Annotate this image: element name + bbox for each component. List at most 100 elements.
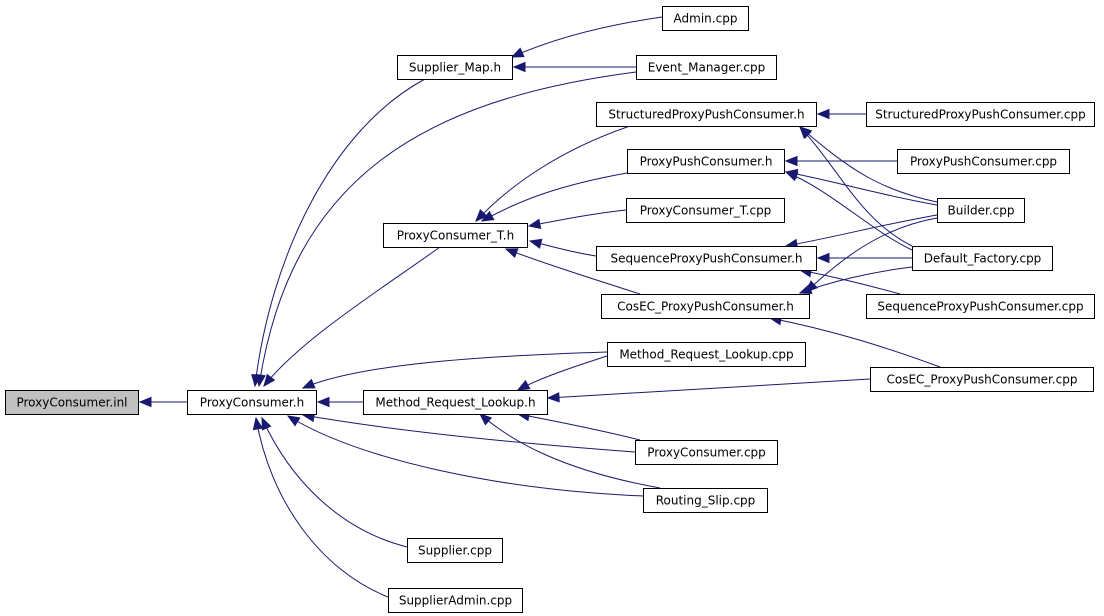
node-admin-cpp[interactable]: Admin.cpp bbox=[662, 6, 749, 31]
arrowhead bbox=[546, 392, 560, 403]
edge-line bbox=[528, 209, 627, 227]
edge-event_manager_cpp-to-supplier_map_h bbox=[512, 61, 636, 73]
arrowhead bbox=[479, 413, 493, 426]
edge-line bbox=[302, 414, 636, 453]
edge-routing_slip_cpp-to-mrl_h bbox=[479, 413, 661, 489]
node-structured-ppc-h[interactable]: StructuredProxyPushConsumer.h bbox=[596, 102, 817, 127]
node-label: CosEC_ProxyPushConsumer.cpp bbox=[886, 373, 1077, 387]
node-label: StructuredProxyPushConsumer.cpp bbox=[875, 108, 1086, 122]
node-cosec-ppc-h[interactable]: CosEC_ProxyPushConsumer.h bbox=[601, 294, 810, 319]
node-proxyconsumer-t-cpp[interactable]: ProxyConsumer_T.cpp bbox=[626, 198, 785, 223]
node-structured-ppc-cpp[interactable]: StructuredProxyPushConsumer.cpp bbox=[866, 102, 1095, 127]
arrowhead bbox=[263, 373, 276, 388]
node-label: Default_Factory.cpp bbox=[924, 252, 1042, 266]
edge-line bbox=[254, 78, 426, 387]
arrowhead bbox=[784, 171, 799, 182]
node-label: Routing_Slip.cpp bbox=[656, 494, 756, 508]
node-sequence-ppc-cpp[interactable]: SequenceProxyPushConsumer.cpp bbox=[866, 294, 1095, 319]
edge-line bbox=[511, 16, 663, 58]
edge-builder_cpp-to-sequence_ppc_h bbox=[784, 214, 938, 250]
edge-proxyconsumer_t_h-to-proxyconsumer_h bbox=[263, 246, 441, 388]
node-label: CosEC_ProxyPushConsumer.h bbox=[617, 300, 794, 314]
arrowhead bbox=[301, 378, 316, 389]
node-label: Method_Request_Lookup.h bbox=[375, 396, 535, 410]
node-proxyconsumer-h[interactable]: ProxyConsumer.h bbox=[187, 390, 317, 415]
edge-structured_ppc_h-to-proxyconsumer_t_h bbox=[475, 125, 631, 222]
edge-line bbox=[302, 351, 608, 389]
edge-line bbox=[255, 417, 389, 598]
edge-mrl_h-to-proxyconsumer_h bbox=[316, 396, 363, 408]
edge-default_factory_cpp-to-cosec_ppc_h bbox=[798, 266, 913, 294]
node-label: StructuredProxyPushConsumer.h bbox=[608, 108, 804, 122]
edge-sequence_ppc_cpp-to-sequence_ppc_h bbox=[798, 267, 901, 295]
edge-ppc_cpp-to-ppc_h bbox=[784, 155, 897, 167]
edge-line bbox=[547, 378, 871, 399]
node-supplieradmin-cpp[interactable]: SupplierAdmin.cpp bbox=[388, 588, 523, 613]
arrowhead bbox=[798, 284, 813, 294]
edge-line bbox=[261, 417, 408, 548]
arrowhead bbox=[799, 126, 812, 139]
node-box bbox=[662, 6, 749, 31]
node-label: Admin.cpp bbox=[674, 12, 738, 26]
arrowhead bbox=[516, 379, 531, 391]
arrowhead bbox=[286, 415, 301, 427]
edge-line bbox=[263, 246, 441, 387]
node-box bbox=[897, 149, 1070, 174]
edge-default_factory_cpp-to-structured_ppc_h bbox=[799, 126, 913, 247]
edge-default_factory_cpp-to-sequence_ppc_h bbox=[816, 252, 913, 264]
edge-routing_slip_cpp-to-proxyconsumer_h bbox=[286, 415, 644, 497]
node-label: ProxyConsumer.inl bbox=[16, 396, 127, 410]
node-label: SupplierAdmin.cpp bbox=[399, 594, 512, 608]
node-box bbox=[635, 440, 778, 465]
edge-ppc_h-to-proxyconsumer_t_h bbox=[480, 172, 628, 222]
node-label: ProxyConsumer.cpp bbox=[647, 446, 766, 460]
node-event-manager-cpp[interactable]: Event_Manager.cpp bbox=[636, 55, 777, 80]
node-supplier-cpp[interactable]: Supplier.cpp bbox=[407, 538, 503, 563]
node-supplier-map-h[interactable]: Supplier_Map.h bbox=[397, 55, 513, 80]
node-label: SequenceProxyPushConsumer.cpp bbox=[877, 300, 1083, 314]
node-ppc-h[interactable]: ProxyPushConsumer.h bbox=[627, 149, 785, 174]
node-default-factory-cpp[interactable]: Default_Factory.cpp bbox=[912, 246, 1053, 271]
node-sequence-ppc-h[interactable]: SequenceProxyPushConsumer.h bbox=[596, 246, 817, 271]
node-label: ProxyConsumer_T.h bbox=[397, 229, 514, 243]
node-routing-slip-cpp[interactable]: Routing_Slip.cpp bbox=[643, 488, 768, 513]
edge-cosec_ppc_cpp-to-mrl_h bbox=[546, 378, 871, 403]
node-box bbox=[187, 390, 317, 415]
edges-layer bbox=[138, 16, 941, 598]
arrowhead bbox=[512, 61, 526, 73]
edge-line bbox=[785, 171, 938, 206]
edge-supplieradmin_cpp-to-proxyconsumer_h bbox=[252, 416, 389, 598]
node-proxyconsumer-t-h[interactable]: ProxyConsumer_T.h bbox=[383, 223, 528, 248]
node-box bbox=[388, 588, 523, 613]
node-builder-cpp[interactable]: Builder.cpp bbox=[937, 198, 1025, 223]
node-proxyconsumer-cpp[interactable]: ProxyConsumer.cpp bbox=[635, 440, 778, 465]
node-box bbox=[643, 488, 768, 513]
node-label: SequenceProxyPushConsumer.h bbox=[610, 252, 802, 266]
edge-line bbox=[799, 126, 913, 247]
arrowhead bbox=[816, 252, 830, 264]
node-box bbox=[626, 198, 785, 223]
edge-mrl_cpp-to-mrl_h bbox=[516, 355, 608, 391]
edge-structured_ppc_cpp-to-structured_ppc_h bbox=[816, 108, 866, 120]
edge-line bbox=[769, 317, 941, 368]
node-proxyconsumer-inl[interactable]: ProxyConsumer.inl bbox=[5, 390, 139, 415]
edge-line bbox=[785, 171, 913, 251]
node-box bbox=[866, 102, 1095, 127]
edge-sequence_ppc_h-to-proxyconsumer_t_h bbox=[528, 238, 597, 257]
arrowhead bbox=[252, 416, 264, 431]
edge-line bbox=[799, 269, 901, 295]
node-mrl-h[interactable]: Method_Request_Lookup.h bbox=[363, 390, 548, 415]
node-box bbox=[636, 55, 777, 80]
node-box bbox=[870, 367, 1094, 392]
arrowhead bbox=[255, 373, 266, 388]
node-mrl-cpp[interactable]: Method_Request_Lookup.cpp bbox=[607, 342, 806, 367]
edge-proxyconsumer_t_cpp-to-proxyconsumer_t_h bbox=[527, 209, 627, 229]
node-ppc-cpp[interactable]: ProxyPushConsumer.cpp bbox=[897, 149, 1070, 174]
node-cosec-ppc-cpp[interactable]: CosEC_ProxyPushConsumer.cpp bbox=[870, 367, 1094, 392]
arrowhead bbox=[527, 218, 542, 229]
arrowhead bbox=[261, 416, 272, 431]
edge-line bbox=[258, 71, 637, 387]
node-box bbox=[407, 538, 503, 563]
arrowhead bbox=[510, 47, 525, 58]
